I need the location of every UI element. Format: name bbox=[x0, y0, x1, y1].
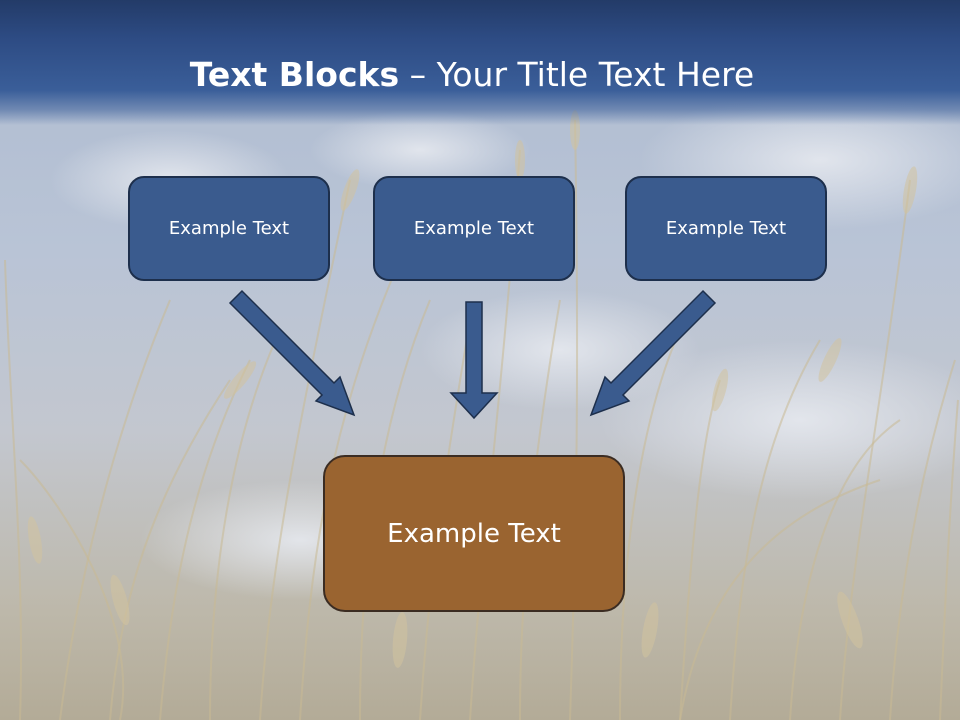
top-box-right: Example Text bbox=[625, 176, 827, 281]
wheat-heads bbox=[27, 110, 918, 668]
arrow-diagonal-left bbox=[228, 289, 356, 417]
arrow-down-center bbox=[449, 301, 499, 420]
arrow-diagonal-right bbox=[589, 289, 717, 417]
slide-title: Text Blocks – Your Title Text Here bbox=[0, 52, 944, 98]
top-box-center: Example Text bbox=[373, 176, 575, 281]
title-bold-part: Text Blocks bbox=[189, 55, 400, 94]
title-dash: – bbox=[399, 55, 437, 94]
top-box-left-label: Example Text bbox=[168, 218, 290, 239]
title-rest: Your Title Text Here bbox=[436, 55, 755, 94]
top-box-left: Example Text bbox=[128, 176, 330, 281]
top-box-right-label: Example Text bbox=[665, 218, 787, 239]
top-box-center-label: Example Text bbox=[413, 218, 535, 239]
bottom-box-label: Example Text bbox=[387, 518, 561, 549]
title-band bbox=[0, 0, 960, 125]
bottom-box: Example Text bbox=[323, 455, 625, 612]
